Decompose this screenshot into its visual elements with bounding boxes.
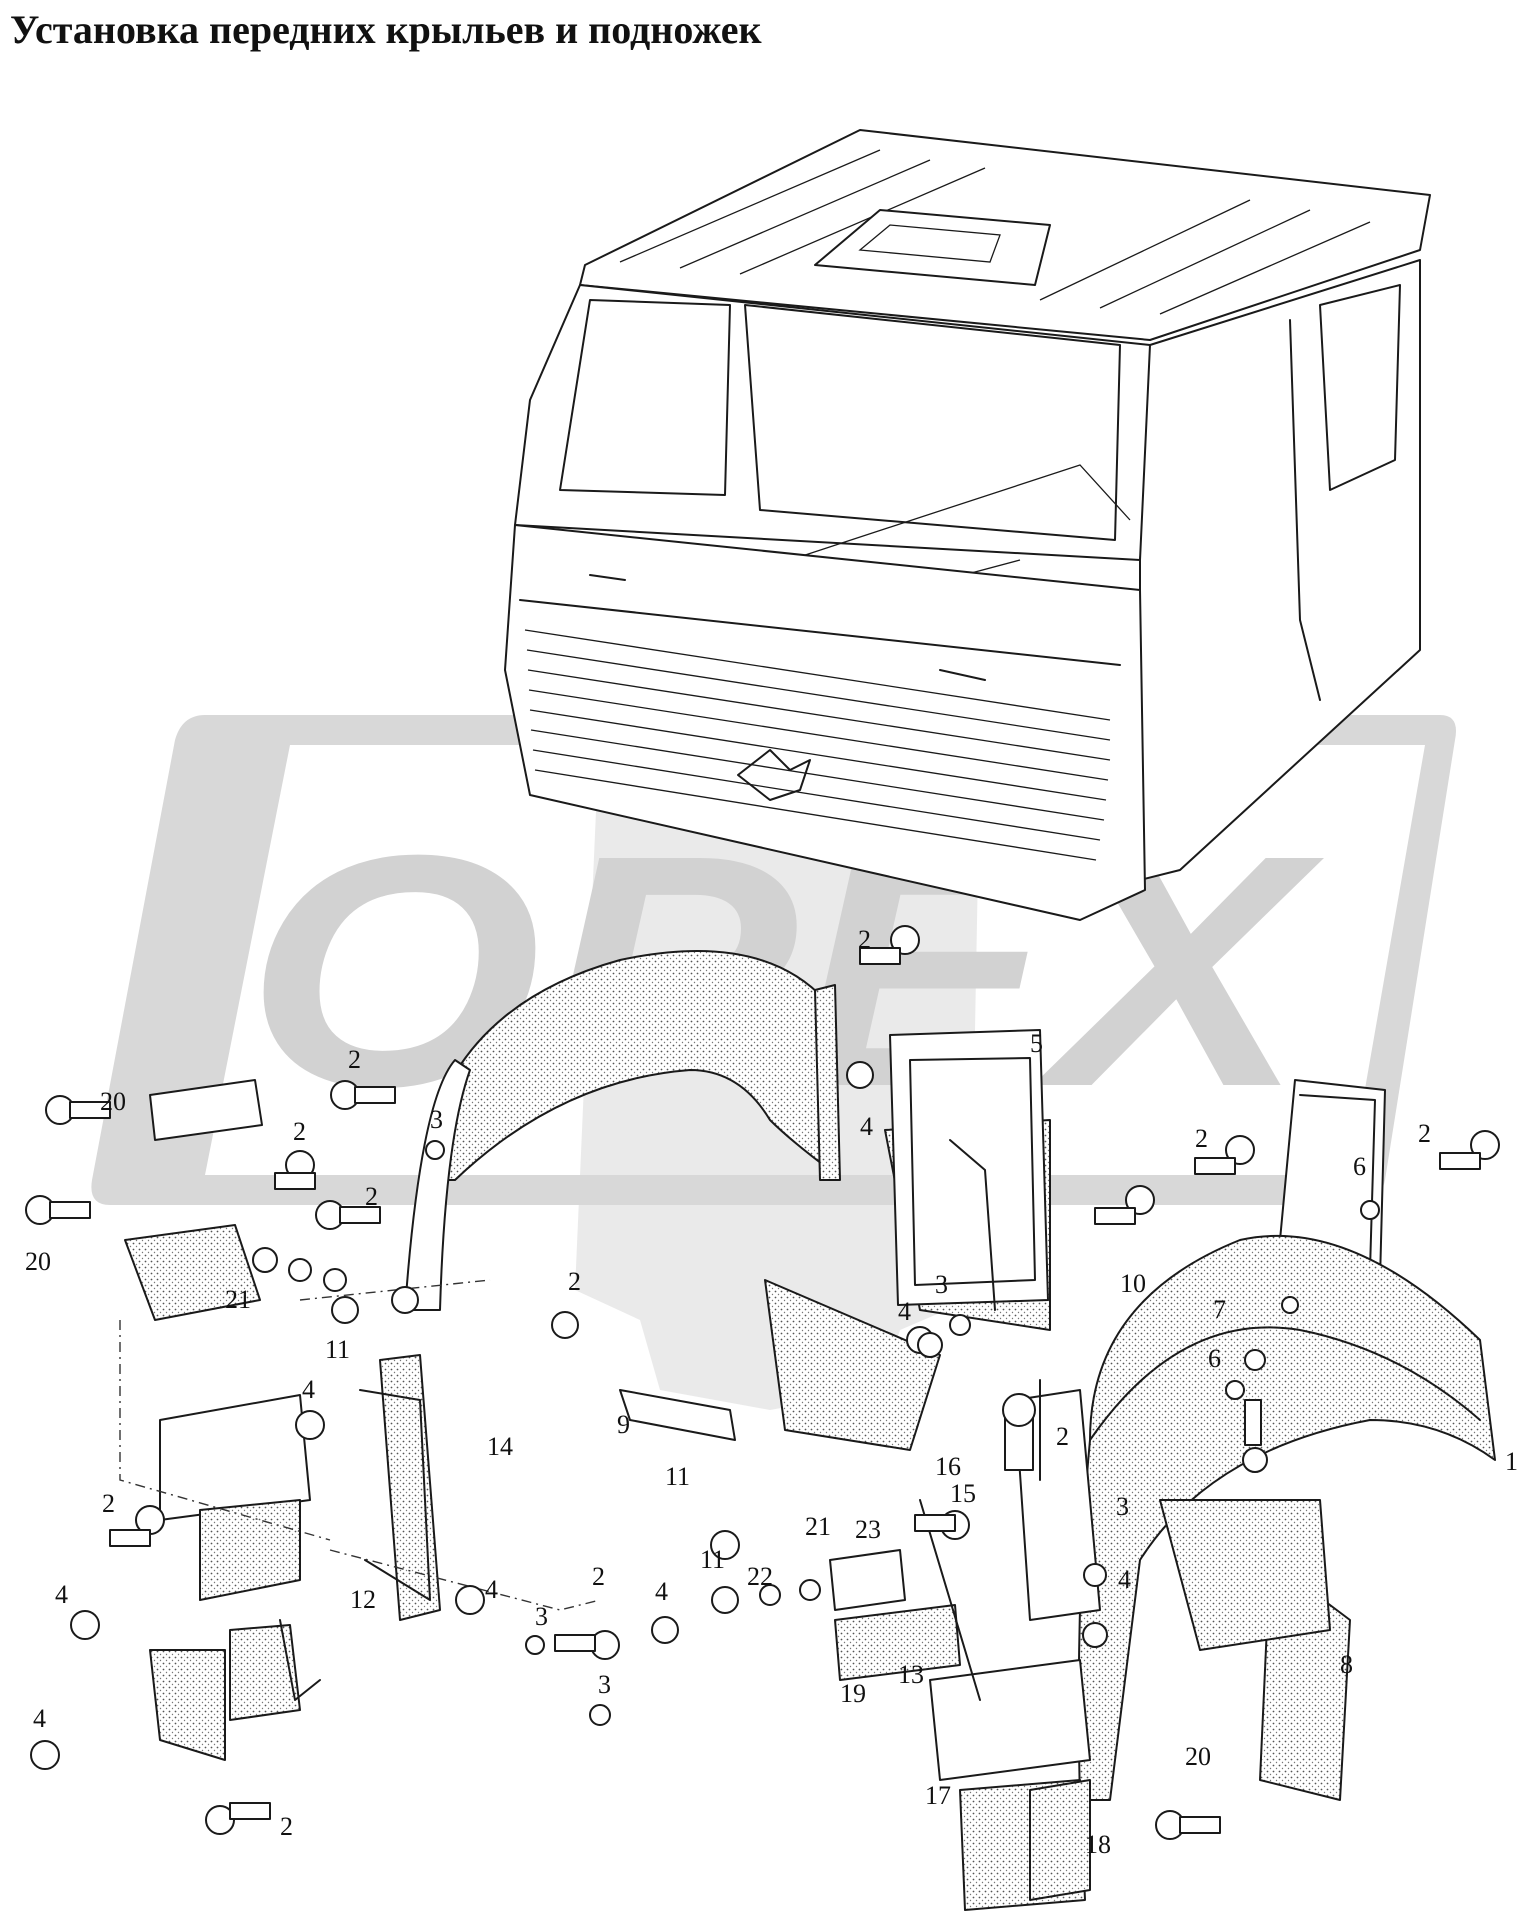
label-1: 1 bbox=[1505, 1447, 1518, 1476]
label-2: 2 bbox=[102, 1489, 115, 1518]
label-2: 2 bbox=[568, 1267, 581, 1296]
label-2: 2 bbox=[348, 1045, 361, 1074]
label-2: 2 bbox=[1195, 1124, 1208, 1153]
mud-flap-drawing bbox=[619, 1029, 1051, 1451]
label-4: 4 bbox=[1118, 1565, 1131, 1594]
label-10: 10 bbox=[1120, 1269, 1146, 1298]
fasteners bbox=[25, 925, 1500, 1840]
label-16: 16 bbox=[935, 1452, 961, 1481]
label-2: 2 bbox=[1056, 1422, 1069, 1451]
label-3: 3 bbox=[430, 1105, 443, 1134]
label-18: 18 bbox=[1085, 1830, 1111, 1859]
label-19: 19 bbox=[840, 1679, 866, 1708]
label-21: 21 bbox=[225, 1285, 251, 1314]
label-23: 23 bbox=[855, 1515, 881, 1544]
label-4: 4 bbox=[55, 1580, 68, 1609]
label-4: 4 bbox=[655, 1577, 668, 1606]
label-15: 15 bbox=[950, 1479, 976, 1508]
label-8: 8 bbox=[1340, 1650, 1353, 1679]
label-20: 20 bbox=[100, 1087, 126, 1116]
right-step-drawing bbox=[829, 1379, 1101, 1911]
left-step-drawing bbox=[119, 1079, 601, 1761]
label-14: 14 bbox=[487, 1432, 513, 1461]
label-20: 20 bbox=[1185, 1742, 1211, 1771]
right-fender-drawing bbox=[1077, 1079, 1496, 1801]
label-3: 3 bbox=[535, 1602, 548, 1631]
label-3: 3 bbox=[1116, 1492, 1129, 1521]
label-3: 3 bbox=[598, 1670, 611, 1699]
label-6: 6 bbox=[1208, 1344, 1221, 1373]
label-2: 2 bbox=[365, 1182, 378, 1211]
label-11: 11 bbox=[325, 1335, 350, 1364]
label-2: 2 bbox=[1418, 1119, 1431, 1148]
label-21: 21 bbox=[805, 1512, 831, 1541]
label-20: 20 bbox=[25, 1247, 51, 1276]
cab-drawing bbox=[504, 129, 1431, 921]
label-2: 2 bbox=[592, 1562, 605, 1591]
label-4: 4 bbox=[302, 1375, 315, 1404]
label-4: 4 bbox=[33, 1704, 46, 1733]
label-4: 4 bbox=[485, 1575, 498, 1604]
label-7: 7 bbox=[1213, 1295, 1226, 1324]
label-4: 4 bbox=[898, 1297, 911, 1326]
label-12: 12 bbox=[350, 1585, 376, 1614]
part-labels: 1 2 2 2 2 2 2 2 2 2 2 2 3 3 3 3 3 4 4 4 … bbox=[25, 925, 1518, 1859]
label-2: 2 bbox=[293, 1117, 306, 1146]
label-11: 11 bbox=[665, 1462, 690, 1491]
label-4: 4 bbox=[860, 1112, 873, 1141]
label-2: 2 bbox=[280, 1812, 293, 1841]
label-2: 2 bbox=[858, 925, 871, 954]
label-11: 11 bbox=[700, 1545, 725, 1574]
page-title: Установка передних крыльев и подножек bbox=[10, 7, 762, 52]
label-22: 22 bbox=[747, 1562, 773, 1591]
label-5: 5 bbox=[1030, 1029, 1043, 1058]
label-9: 9 bbox=[617, 1410, 630, 1439]
left-fender-drawing bbox=[359, 950, 841, 1621]
label-13: 13 bbox=[898, 1660, 924, 1689]
label-3: 3 bbox=[935, 1270, 948, 1299]
label-6: 6 bbox=[1353, 1152, 1366, 1181]
label-17: 17 bbox=[925, 1781, 951, 1810]
